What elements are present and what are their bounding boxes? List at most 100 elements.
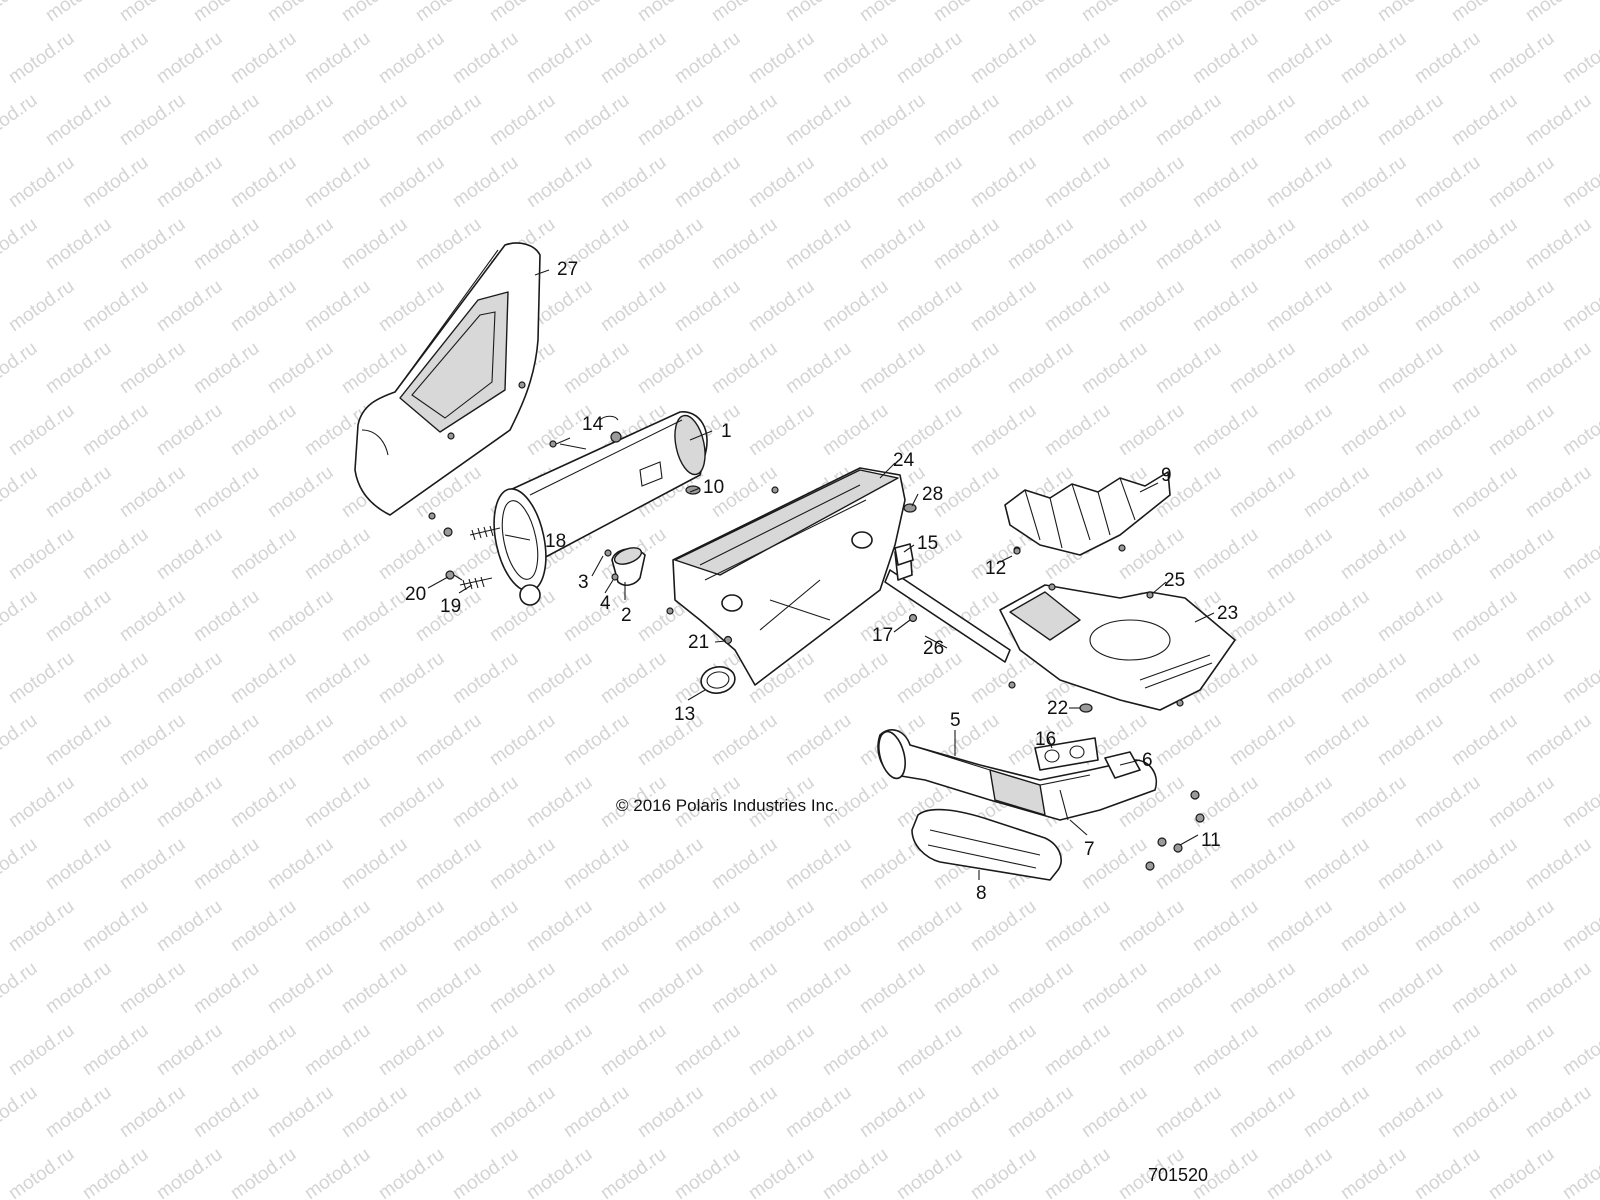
- watermark-text: motod.ru: [301, 772, 374, 832]
- watermark-text: motod.ru: [412, 710, 485, 770]
- watermark-text: motod.ru: [486, 90, 559, 150]
- watermark-text: motod.ru: [1004, 214, 1077, 274]
- watermark-text: motod.ru: [708, 958, 781, 1018]
- watermark-text: motod.ru: [0, 90, 41, 150]
- watermark-text: motod.ru: [1374, 90, 1447, 150]
- watermark-text: motod.ru: [449, 772, 522, 832]
- watermark-text: motod.ru: [0, 152, 4, 212]
- watermark-text: motod.ru: [1559, 648, 1600, 708]
- watermark-text: motod.ru: [819, 648, 892, 708]
- watermark-text: motod.ru: [819, 400, 892, 460]
- watermark-text: motod.ru: [1004, 0, 1077, 26]
- watermark-text: motod.ru: [819, 1144, 892, 1200]
- watermark-text: motod.ru: [227, 524, 300, 584]
- watermark-text: motod.ru: [227, 896, 300, 956]
- watermark-text: motod.ru: [1226, 338, 1299, 398]
- watermark-text: motod.ru: [1115, 28, 1188, 88]
- watermark-text: motod.ru: [1559, 400, 1600, 460]
- watermark-text: motod.ru: [375, 772, 448, 832]
- watermark-text: motod.ru: [1485, 400, 1558, 460]
- watermark-text: motod.ru: [1411, 648, 1484, 708]
- watermark-text: motod.ru: [1485, 152, 1558, 212]
- callout-21: 21: [688, 632, 709, 653]
- watermark-text: motod.ru: [153, 28, 226, 88]
- watermark-text: motod.ru: [597, 896, 670, 956]
- watermark-text: motod.ru: [745, 1144, 818, 1200]
- watermark-text: motod.ru: [1041, 276, 1114, 336]
- watermark-text: motod.ru: [1411, 772, 1484, 832]
- watermark-text: motod.ru: [1226, 0, 1299, 26]
- watermark-text: motod.ru: [486, 1082, 559, 1142]
- watermark-text: motod.ru: [227, 1144, 300, 1200]
- watermark-text: motod.ru: [153, 400, 226, 460]
- watermark-text: motod.ru: [597, 648, 670, 708]
- watermark-text: motod.ru: [1337, 276, 1410, 336]
- watermark-text: motod.ru: [819, 152, 892, 212]
- watermark-text: motod.ru: [0, 1082, 41, 1142]
- watermark-text: motod.ru: [1448, 214, 1521, 274]
- watermark-text: motod.ru: [227, 28, 300, 88]
- watermark-text: motod.ru: [893, 1020, 966, 1080]
- watermark-text: motod.ru: [42, 710, 115, 770]
- watermark-text: motod.ru: [1448, 338, 1521, 398]
- watermark-text: motod.ru: [1337, 152, 1410, 212]
- watermark-text: motod.ru: [412, 214, 485, 274]
- watermark-text: motod.ru: [1337, 524, 1410, 584]
- watermark-text: motod.ru: [1337, 1020, 1410, 1080]
- watermark-text: motod.ru: [930, 90, 1003, 150]
- watermark-text: motod.ru: [0, 462, 41, 522]
- watermark-text: motod.ru: [745, 28, 818, 88]
- watermark-text: motod.ru: [449, 896, 522, 956]
- watermark-text: motod.ru: [0, 1020, 4, 1080]
- watermark-text: motod.ru: [79, 896, 152, 956]
- watermark-text: motod.ru: [1596, 90, 1600, 150]
- watermark-text: motod.ru: [930, 0, 1003, 26]
- watermark-text: motod.ru: [1152, 958, 1225, 1018]
- watermark-text: motod.ru: [0, 586, 41, 646]
- watermark-text: motod.ru: [449, 1144, 522, 1200]
- watermark-text: motod.ru: [819, 1020, 892, 1080]
- callout-17: 17: [872, 625, 893, 646]
- watermark-text: motod.ru: [412, 90, 485, 150]
- watermark-text: motod.ru: [116, 338, 189, 398]
- watermark-text: motod.ru: [1522, 710, 1595, 770]
- watermark-text: motod.ru: [745, 152, 818, 212]
- watermark-text: motod.ru: [1078, 338, 1151, 398]
- watermark-text: motod.ru: [5, 1144, 78, 1200]
- watermark-text: motod.ru: [42, 90, 115, 150]
- watermark-text: motod.ru: [1263, 276, 1336, 336]
- watermark-text: motod.ru: [79, 276, 152, 336]
- watermark-text: motod.ru: [264, 90, 337, 150]
- watermark-text: motod.ru: [1004, 90, 1077, 150]
- watermark-text: motod.ru: [1522, 958, 1595, 1018]
- watermark-text: motod.ru: [1485, 524, 1558, 584]
- watermark-text: motod.ru: [338, 90, 411, 150]
- watermark-text: motod.ru: [634, 338, 707, 398]
- watermark-text: motod.ru: [79, 524, 152, 584]
- part-17-nut: [908, 613, 918, 623]
- watermark-text: motod.ru: [1189, 896, 1262, 956]
- watermark-text: motod.ru: [1411, 896, 1484, 956]
- watermark-text: motod.ru: [1374, 0, 1447, 26]
- watermark-text: motod.ru: [301, 648, 374, 708]
- watermark-text: motod.ru: [1226, 834, 1299, 894]
- watermark-text: motod.ru: [708, 710, 781, 770]
- watermark-text: motod.ru: [264, 958, 337, 1018]
- watermark-text: motod.ru: [1522, 214, 1595, 274]
- watermark-text: motod.ru: [523, 152, 596, 212]
- watermark-text: motod.ru: [1263, 400, 1336, 460]
- watermark-text: motod.ru: [1374, 958, 1447, 1018]
- watermark-text: motod.ru: [1596, 710, 1600, 770]
- watermark-text: motod.ru: [1559, 1144, 1600, 1200]
- watermark-text: motod.ru: [0, 214, 41, 274]
- watermark-text: motod.ru: [1300, 462, 1373, 522]
- part-5-head-pipe: [877, 729, 1157, 821]
- watermark-text: motod.ru: [5, 28, 78, 88]
- watermark-text: motod.ru: [1115, 896, 1188, 956]
- part-18-spring: [443, 525, 501, 541]
- watermark-text: motod.ru: [1596, 462, 1600, 522]
- watermark-text: motod.ru: [634, 0, 707, 26]
- watermark-text: motod.ru: [190, 834, 263, 894]
- watermark-text: motod.ru: [486, 710, 559, 770]
- part-1-muffler: [493, 411, 708, 606]
